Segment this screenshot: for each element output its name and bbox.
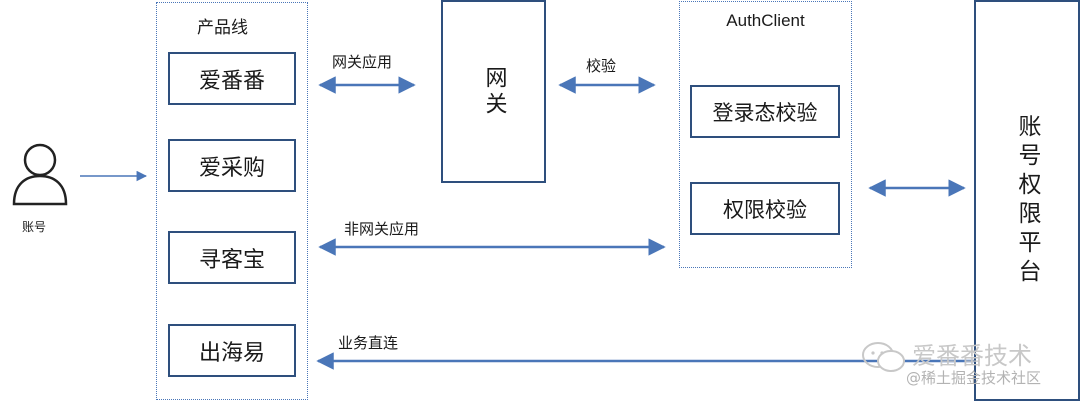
wechat-icon	[862, 342, 905, 372]
verify-label: 校验	[586, 57, 617, 75]
watermark-brand: 爱番番技术	[912, 342, 1032, 370]
product-line-title: 产品线	[197, 18, 248, 38]
authclient-title: AuthClient	[726, 11, 805, 30]
platform-label: 账号权限平台	[1014, 113, 1040, 288]
authclient-group: AuthClient	[679, 1, 852, 268]
product-aifanfan: 爱番番	[168, 52, 296, 105]
gateway-node: 网关	[441, 0, 546, 183]
business-direct-label: 业务直连	[338, 334, 399, 352]
login-state-check: 登录态校验	[690, 85, 840, 138]
permission-check: 权限校验	[690, 182, 840, 235]
product-xunkebao: 寻客宝	[168, 231, 296, 284]
watermark-site: @稀土掘金技术社区	[906, 369, 1042, 387]
product-aicaigou: 爱采购	[168, 139, 296, 192]
non-gateway-app-label: 非网关应用	[344, 220, 420, 238]
account-permission-platform: 账号权限平台	[974, 0, 1080, 401]
watermark: 爱番番技术 @稀土掘金技术社区	[860, 336, 1075, 396]
gateway-app-label: 网关应用	[332, 53, 393, 71]
user-label: 账号	[22, 220, 47, 234]
gateway-label: 网关	[481, 65, 507, 118]
product-line-group: 产品线	[156, 2, 308, 400]
user-icon	[12, 143, 68, 206]
product-chuhaiyi: 出海易	[168, 324, 296, 377]
